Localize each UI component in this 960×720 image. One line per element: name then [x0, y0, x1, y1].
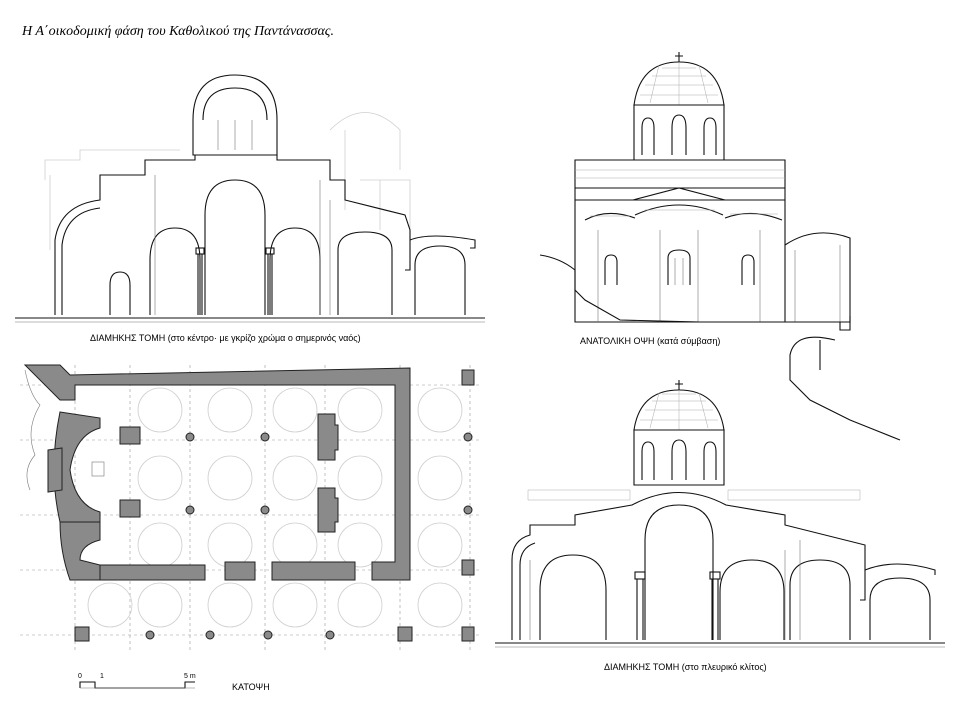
longitudinal-section-aisle — [495, 380, 945, 648]
longitudinal-section-center — [15, 74, 485, 323]
caption-longitudinal-section-aisle: ΔΙΑΜΗΚΗΣ ΤΟΜΗ (στο πλευρικό κλίτος) — [604, 662, 767, 672]
caption-longitudinal-section-center: ΔΙΑΜΗΚΗΣ ΤΟΜΗ (στο κέντρο· με γκρίζο χρώ… — [90, 333, 361, 343]
scale-label-0: 0 — [78, 673, 82, 680]
drawing-title: Η Α΄οικοδομική φάση του Καθολικού της Πα… — [22, 24, 334, 39]
east-elevation — [539, 52, 901, 441]
caption-east-elevation: ΑΝΑΤΟΛΙΚΗ ΟΨΗ (κατά σύμβαση) — [580, 336, 721, 346]
caption-plan: ΚΑΤΟΨΗ — [232, 682, 270, 692]
scale-label-1: 1 — [100, 673, 104, 680]
scale-label-5m: 5 m — [184, 673, 196, 680]
floor-plan — [20, 364, 480, 689]
